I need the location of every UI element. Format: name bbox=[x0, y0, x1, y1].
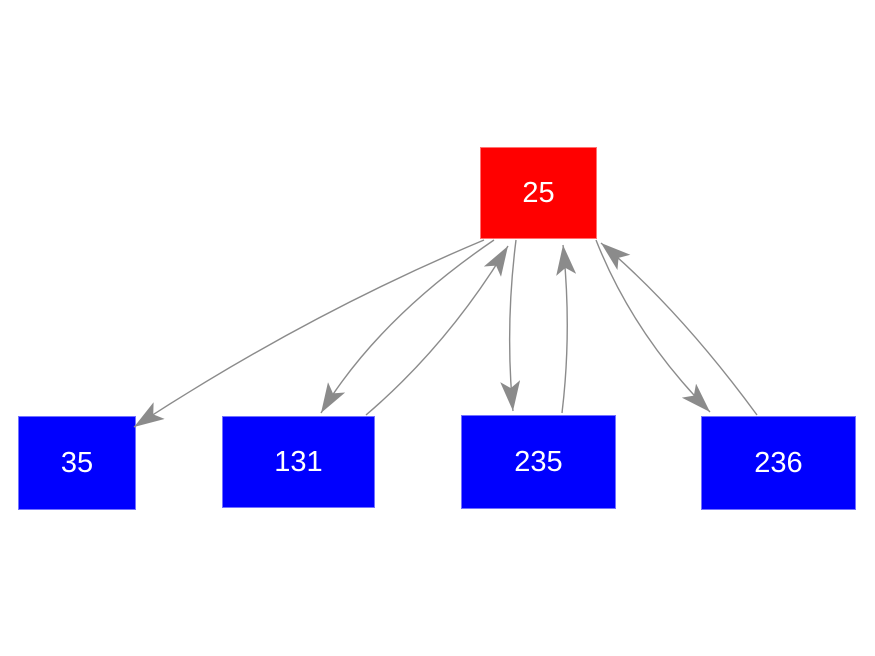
edge-25-235 bbox=[500, 239, 521, 412]
node-25-label: 25 bbox=[522, 176, 555, 209]
node-235-label: 235 bbox=[514, 445, 563, 478]
edge-236-25 bbox=[600, 242, 758, 416]
node-35-label: 35 bbox=[60, 446, 94, 479]
node-236-label: 236 bbox=[754, 446, 803, 479]
edge-25-131 bbox=[320, 239, 495, 414]
node-25[interactable]: 25 bbox=[480, 147, 597, 239]
edge-group bbox=[133, 239, 758, 428]
node-131-label: 131 bbox=[274, 445, 323, 478]
node-236[interactable]: 236 bbox=[701, 416, 856, 510]
edge-235-25 bbox=[556, 244, 577, 414]
node-235[interactable]: 235 bbox=[461, 415, 616, 509]
node-35[interactable]: 35 bbox=[18, 416, 136, 510]
edge-25-35 bbox=[133, 239, 485, 428]
edge-131-25 bbox=[365, 245, 509, 416]
node-131[interactable]: 131 bbox=[222, 416, 375, 508]
edge-25-236 bbox=[595, 239, 711, 413]
